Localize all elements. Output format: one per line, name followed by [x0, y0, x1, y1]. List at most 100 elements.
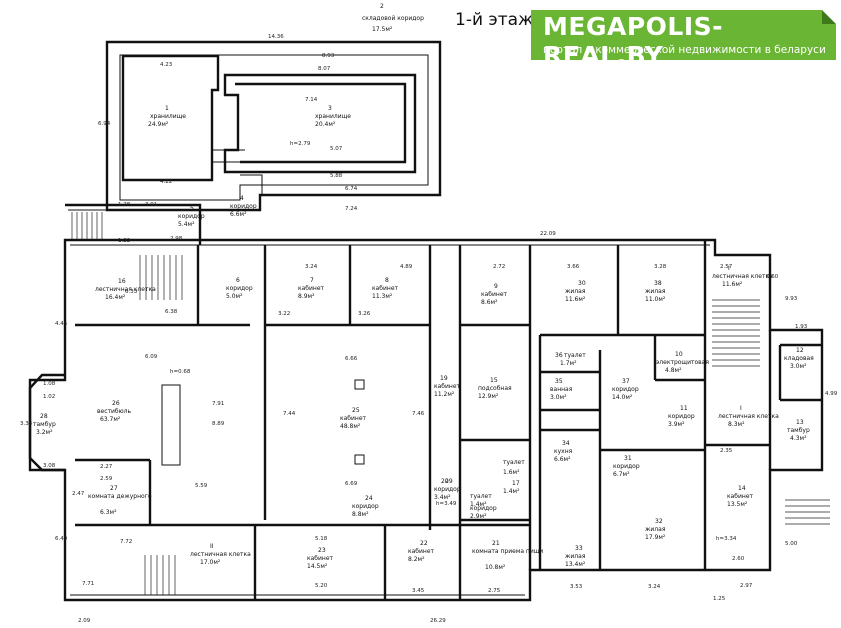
room-number: 1	[165, 105, 169, 112]
room-name: кабинет	[340, 415, 367, 422]
dim-label: 1.02	[43, 394, 55, 400]
dim-label: 26.29	[430, 618, 446, 624]
room-number: 2	[380, 3, 384, 10]
room-name: кабинет	[727, 493, 754, 500]
room-number: 36	[555, 352, 563, 359]
room-area: 2.9м²	[470, 513, 487, 520]
room-number: 5	[190, 205, 194, 212]
room-area: 24.9м²	[148, 121, 169, 128]
dimension-labels: 14.36 8.93 8.07 7.14 6.74 7.24 22.09 26.…	[20, 34, 838, 624]
room-area: 3.9м²	[668, 421, 685, 428]
room-name: туалет	[503, 459, 525, 466]
room-number: 26	[112, 400, 120, 407]
room-name: жилая	[565, 553, 586, 560]
room-name: ванная	[550, 386, 573, 393]
dim-label: 3.24	[305, 264, 318, 270]
site-tagline: портал о коммерческой недвижимости в бел…	[543, 44, 826, 56]
room-name: кабинет	[408, 548, 435, 555]
room-area: 8.8м²	[352, 511, 369, 518]
room-number: 27	[110, 485, 118, 492]
dim-label: 5.18	[315, 536, 328, 542]
room-name: складовой коридор	[362, 15, 424, 22]
room-number: II	[210, 543, 214, 550]
dim-label: 6.94	[98, 121, 111, 127]
room-area: 13.4м²	[565, 561, 586, 568]
room-name: коридор	[352, 503, 379, 510]
dim-label: 3.28	[654, 264, 667, 270]
room-name: коридор	[668, 413, 695, 420]
dim-label: 5.07	[330, 146, 343, 152]
site-banner[interactable]: MEGAPOLIS-REAL.BY портал о коммерческой …	[531, 10, 836, 70]
dim-label: 6.49	[55, 536, 68, 542]
room-number: 25	[352, 407, 360, 414]
dim-label: 3.66	[567, 264, 580, 270]
room-area: 12.9м²	[478, 393, 499, 400]
room-name: хранилище	[315, 113, 351, 120]
room-name: тамбур	[33, 421, 56, 428]
dim-label: 14.36	[268, 34, 284, 40]
room-area: 3.4м²	[434, 494, 451, 501]
room-area: 63.7м²	[100, 416, 121, 423]
dim-label: 4.99	[825, 391, 838, 397]
dim-label: 2.75	[488, 588, 501, 594]
dim-label: 7.71	[82, 581, 94, 587]
room-number: 12	[796, 347, 804, 354]
dim-label: 2.27	[100, 464, 113, 470]
dim-label: 3.08	[43, 463, 56, 469]
room-area: 3.2м²	[36, 429, 53, 436]
dim-label: 5.20	[315, 583, 328, 589]
room-number: 17	[512, 480, 520, 487]
room-area: 4.8м²	[665, 367, 682, 374]
dim-label: 4.22	[160, 179, 172, 185]
room-area: 14.0м²	[612, 394, 633, 401]
dim-label: 4.89	[400, 264, 413, 270]
room-name: кабинет	[434, 383, 461, 390]
dim-label: h=2.79	[290, 141, 311, 147]
room-area: 1.4м²	[470, 501, 487, 508]
room-area: 17.9м²	[645, 534, 666, 541]
dim-label: 6.74	[345, 186, 358, 192]
dim-label: 3.45	[412, 588, 425, 594]
room-name: коридор	[470, 505, 497, 512]
dim-label: 9.93	[785, 296, 798, 302]
dim-label: 5.88	[330, 173, 343, 179]
room-name: лестничная клетка	[712, 273, 773, 280]
room-number: 11	[680, 405, 688, 412]
dim-label: 5.59	[195, 483, 208, 489]
room-area: 3.0м²	[790, 363, 807, 370]
room-area: 6.6м²	[230, 211, 247, 218]
dim-label: 7.91	[212, 401, 224, 407]
room-name: туалет	[470, 493, 492, 500]
dim-label: 3.24	[648, 584, 661, 590]
room-name: жилая	[645, 288, 666, 295]
dim-label: 8.07	[318, 66, 331, 72]
room-number: 4	[240, 195, 244, 202]
dim-label: 7.72	[120, 539, 132, 545]
room-number: 19	[440, 375, 448, 382]
room-area: 6.7м²	[613, 471, 630, 478]
room-number: 23	[318, 547, 326, 554]
room-area: 1.4м²	[503, 488, 520, 495]
room-area: 5.0м²	[226, 293, 243, 300]
room-number: I	[728, 265, 730, 272]
dim-label: 6.69	[345, 481, 358, 487]
dim-label: 5.00	[785, 541, 798, 547]
room-area: 8.2м²	[408, 556, 425, 563]
room-number: 22	[420, 540, 428, 547]
main-building	[28, 203, 830, 602]
room-area: 8.9м²	[298, 293, 315, 300]
room-area: 10.8м²	[485, 564, 506, 571]
room-area: 4.3м²	[790, 435, 807, 442]
room-area: 17.5м²	[372, 26, 393, 33]
dim-label: 7.46	[412, 411, 425, 417]
room-name: тамбур	[787, 427, 810, 434]
room-name: коридор	[434, 486, 461, 493]
room-name: кабинет	[298, 285, 325, 292]
dim-label: 3.26	[358, 311, 371, 317]
room-area: 11.0м²	[645, 296, 666, 303]
room-name: хранилище	[150, 113, 186, 120]
dim-label: 6.09	[145, 354, 158, 360]
dim-label: 3.01	[145, 202, 157, 208]
dim-label: 6.38	[165, 309, 178, 315]
